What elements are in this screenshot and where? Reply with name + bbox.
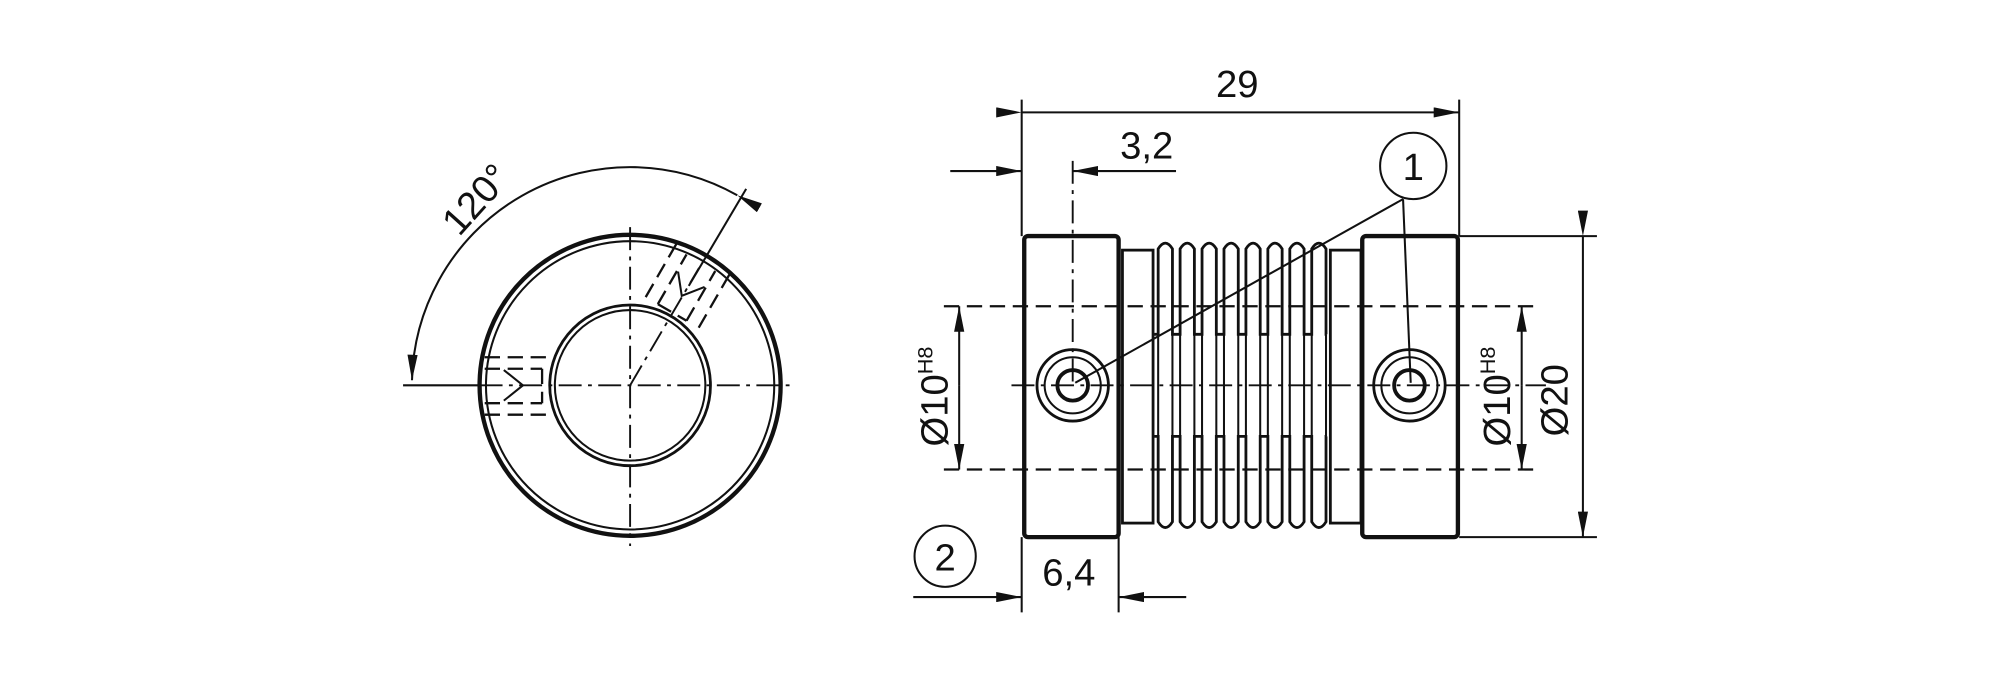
callout-1-bubble (1379, 131, 1448, 201)
right-shoulder (1328, 248, 1363, 525)
set-screw-left (1035, 348, 1110, 423)
bore-right-label: Ø10H8 (1475, 347, 1519, 447)
angle-label: 120° (434, 156, 519, 244)
callout-2-bubble (913, 524, 977, 588)
end-view: 120° (403, 156, 794, 547)
angle-dimension-arc (407, 166, 762, 381)
left-hub (1022, 233, 1121, 540)
side-view: 29 3,2 1 Ø10H8 Ø10H8 Ø20 2 6,4 (912, 63, 1597, 613)
overall-length-label: 29 (1216, 63, 1259, 106)
callout-leader-right (1402, 199, 1412, 383)
bore-left-tolerance: H8 (912, 347, 937, 375)
bore-right-tolerance: H8 (1475, 347, 1500, 375)
bore-left-label: Ø10H8 (912, 347, 956, 447)
left-shoulder (1121, 248, 1155, 525)
bore-left-symbol: Ø10 (914, 374, 957, 446)
hub-length-label: 6,4 (1042, 552, 1095, 595)
outer-diameter-label: Ø20 (1534, 364, 1577, 436)
callout-2-label: 2 (935, 536, 956, 579)
right-hub (1360, 233, 1461, 540)
screw-offset-label: 3,2 (1120, 124, 1173, 167)
callout-1-label: 1 (1403, 146, 1424, 189)
callout-leader-left (1074, 198, 1404, 384)
bellows (1154, 241, 1328, 529)
bore-right-symbol: Ø10 (1476, 374, 1519, 446)
